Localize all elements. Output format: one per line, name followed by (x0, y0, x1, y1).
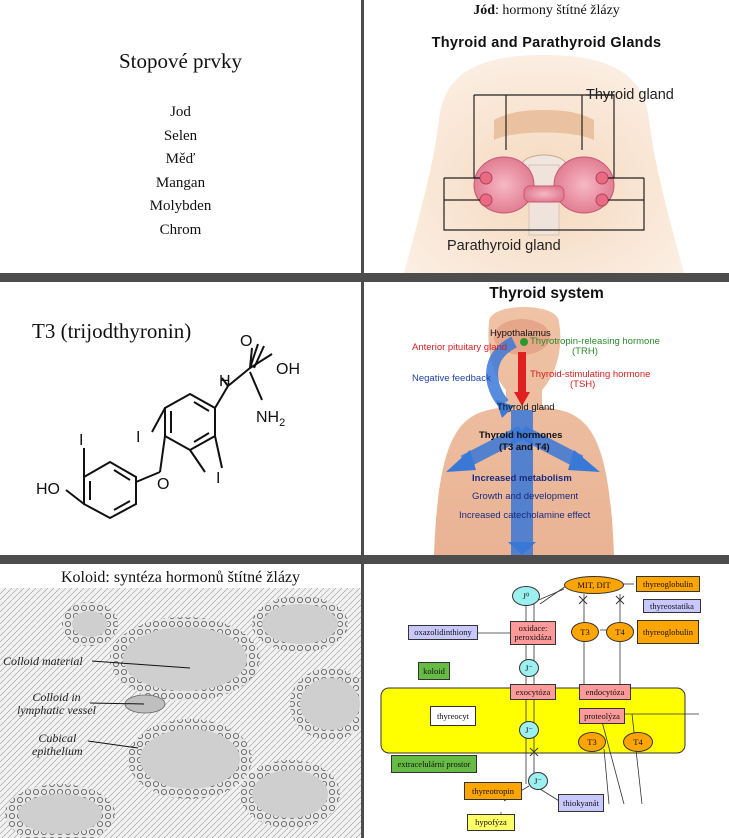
mit-dit: MIT, DIT (564, 576, 624, 594)
iodide-upper: J⁻ (519, 659, 539, 677)
trace-elements-list: Jod Selen Měď Mangan Molybden Chrom (0, 101, 361, 242)
negative-feedback-label: Negative feedback (412, 373, 491, 384)
label-parathyroid-gland: Parathyroid gland (447, 238, 561, 254)
iodine-j0: J⁰ (512, 586, 540, 606)
exocytoza: exocytóza (510, 684, 556, 700)
anterior-pituitary-label: Anterior pituitary gland (412, 342, 507, 353)
oxazolidinthiony: oxazolidinthiony (408, 625, 478, 640)
glands-heading: Thyroid and Parathyroid Glands (431, 35, 662, 51)
increased-metabolism-label: Increased metabolism (472, 473, 572, 484)
thyreocyt-label: thyreocyt (430, 706, 476, 726)
tsh-label: Thyroid-stimulating hormone (530, 369, 650, 380)
oxidace-peroxidaza: oxidace:peroxidáza (510, 621, 556, 645)
list-item: Měď (165, 151, 196, 167)
thyroid-hormones-abbr: (T3 and T4) (499, 442, 550, 453)
t3-molecule: O OH H NH2 I I O I HO (36, 333, 300, 520)
list-item: Molybden (149, 198, 212, 214)
tsh-abbr: (TSH) (570, 379, 595, 390)
catecholamine-label: Increased catecholamine effect (459, 510, 591, 521)
thyroid-caption: Jód: hormony štítné žlázy (364, 3, 729, 19)
t3-lower: T3 (578, 732, 606, 752)
trace-elements-title: Stopové prvky (118, 49, 243, 73)
t4-upper: T4 (606, 622, 634, 642)
thyroid-system-diagram: Hypothalamus Anterior pituitary gland Th… (412, 307, 660, 555)
list-item: Selen (163, 127, 198, 144)
atom-h: H (219, 373, 231, 390)
t4-lower: T4 (623, 732, 653, 752)
growth-label: Growth and development (472, 491, 579, 502)
list-item: Chrom (159, 221, 202, 238)
panel-thyroid-glands: Jód: hormony štítné žlázy Thyroid and Pa… (364, 0, 729, 273)
thyreoglobulin-mid: thyreoglobulin (637, 620, 699, 644)
atom-iodine-2: I (216, 470, 220, 487)
label-thyroid-gland: Thyroid gland (586, 87, 674, 103)
list-item: Jod (170, 104, 191, 120)
panel-thyroid-system: Thyroid system Hypothalamus Anterior pit… (364, 282, 729, 555)
atom-o-ether: O (157, 476, 169, 493)
panel-t3-structure: T3 (trijodthyronin) (0, 282, 361, 555)
hypothalamus-label: Hypothalamus (490, 328, 551, 339)
thyroid-hormones-label: Thyroid hormones (479, 430, 562, 441)
thyreoglobulin-top: thyreoglobulin (636, 576, 700, 592)
atom-nh2: NH2 (256, 409, 285, 429)
colloid-title: Koloid: syntéza hormonů štítné žlázy (60, 569, 301, 586)
neck-illustration (404, 55, 684, 273)
atom-iodine-1: I (136, 429, 140, 446)
atom-ho: HO (36, 481, 60, 498)
thyreostatika: thyreostatika (643, 599, 701, 613)
atom-oh: OH (276, 361, 300, 378)
panel-trace-elements: Stopové prvky Jod Selen Měď Mangan Molyb… (0, 0, 361, 273)
proteolyza: proteolýza (579, 708, 625, 724)
atom-iodine-3: I (79, 432, 83, 449)
thyreotropin: thyreotropin (464, 782, 522, 800)
thyroid-system-heading: Thyroid system (489, 285, 604, 302)
caption-rest: : hormony štítné žlázy (494, 3, 620, 18)
list-item: Mangan (155, 174, 206, 191)
atom-o-carbonyl: O (240, 333, 252, 350)
iodide-cell: J⁻ (519, 721, 539, 739)
koloid-label: koloid (418, 662, 450, 680)
panel-colloid: Koloid: syntéza hormonů štítné žlázy (0, 564, 361, 838)
hypofyza: hypofýza (467, 814, 515, 831)
trh-label: Thyrotropin-releasing hormone (530, 336, 660, 347)
thyroid-gland-label: Thyroid gland (497, 402, 555, 413)
t3-upper: T3 (571, 622, 599, 642)
panel-hormone-synthesis: J⁰ MIT, DIT thyreoglobulin thyreostatika… (364, 564, 729, 838)
label-colloid-material: Colloid material (3, 654, 83, 668)
caption-bold: Jód (473, 3, 495, 18)
thiokyanat: thiokyanát (558, 794, 604, 812)
extracelularni-prostor: extracelulární prostor (391, 755, 477, 773)
endocytoza: endocytóza (579, 684, 631, 700)
t3-title: T3 (trijodthyronin) (32, 319, 192, 343)
iodide-outer: J⁻ (528, 772, 548, 790)
colloid-histology (0, 588, 361, 838)
trh-abbr: (TRH) (572, 346, 598, 357)
